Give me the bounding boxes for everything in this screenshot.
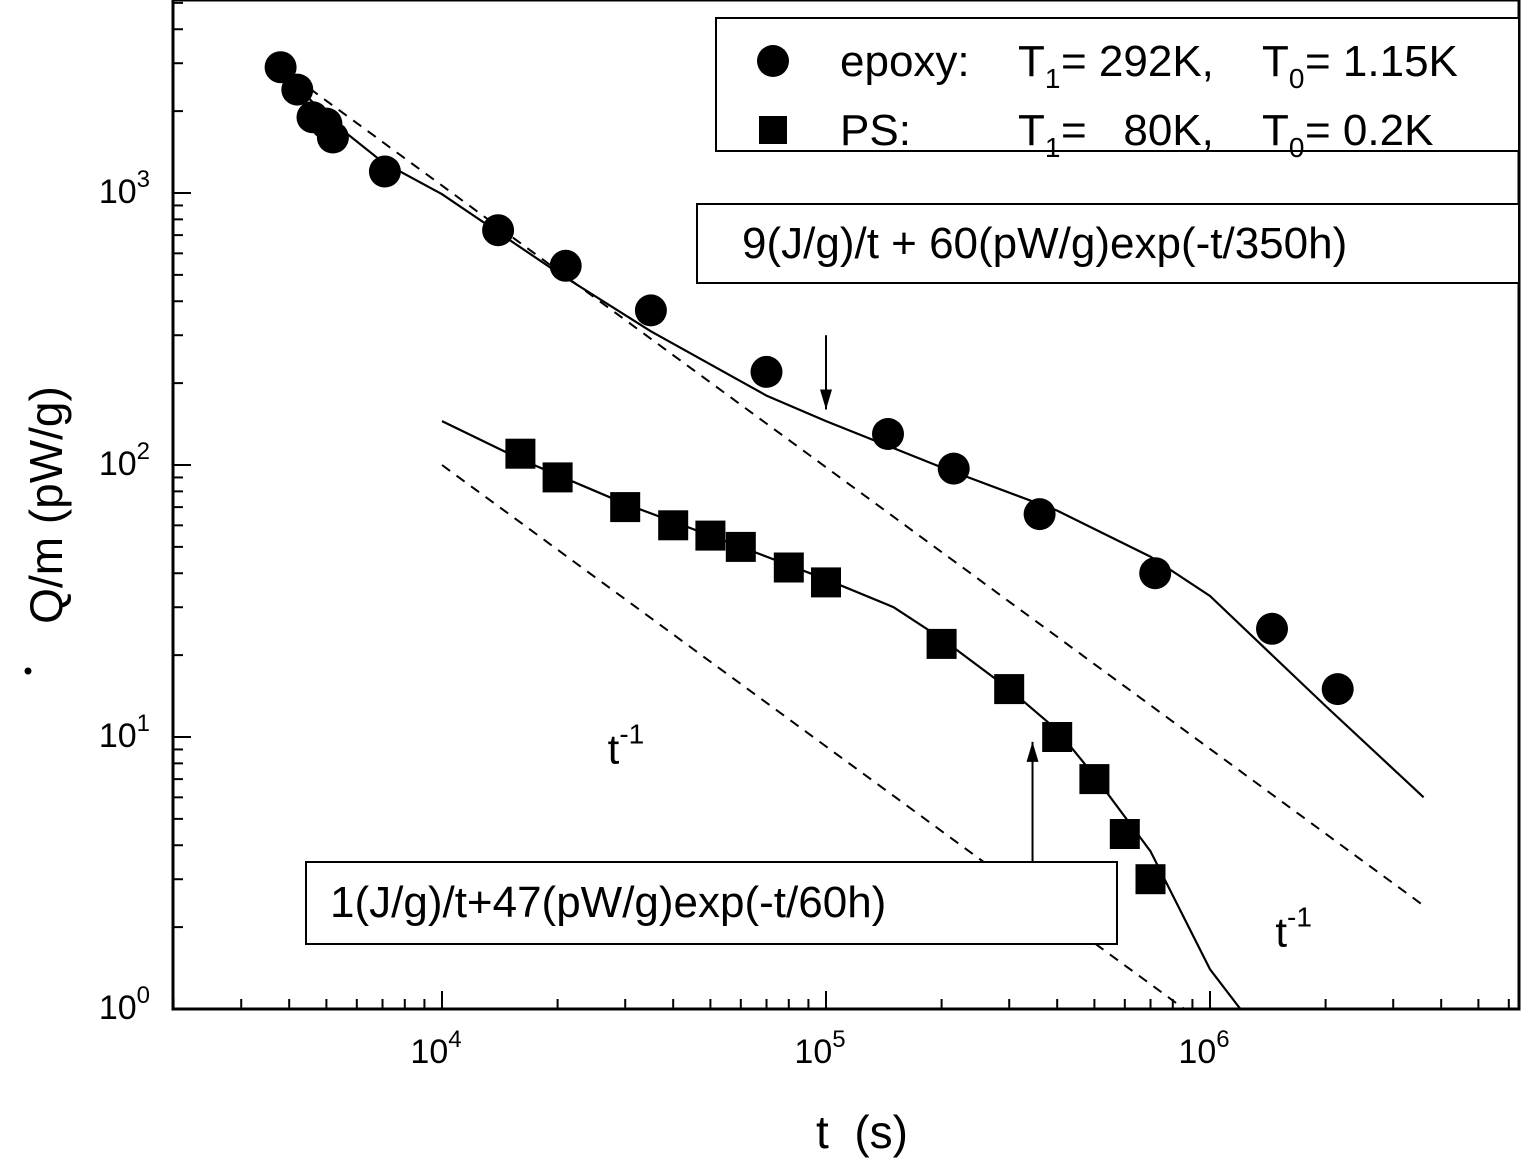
- epoxy-point: [1023, 498, 1056, 531]
- y-tick-label-exponent: 2: [137, 438, 150, 465]
- legend-t0-epoxy-letter: T: [1262, 37, 1289, 86]
- y-tick-label-base: 10: [99, 445, 137, 483]
- legend-t0-value-epoxy: = 1.15K: [1305, 37, 1458, 86]
- fit-label-box-ps: [305, 861, 1118, 945]
- legend-label-epoxy: epoxy:: [840, 37, 970, 86]
- PS-point: [725, 531, 756, 562]
- legend-t1-PS-letter: T: [1018, 106, 1045, 155]
- epoxy-point: [634, 294, 667, 327]
- PS-point: [695, 520, 726, 551]
- y-axis-title-group: Q/m (pW/g): [20, 386, 72, 675]
- y-tick-label: 101: [99, 710, 150, 755]
- arrow-head-0: [820, 389, 832, 410]
- epoxy-point: [1139, 557, 1172, 590]
- legend-t1-PS-subscript: 1: [1045, 132, 1061, 163]
- legend-t1-epoxy-letter: T: [1018, 37, 1045, 86]
- legend-marker-PS: [759, 116, 787, 144]
- y-tick-label-exponent: 3: [137, 166, 150, 193]
- PS-point: [505, 438, 536, 469]
- legend-t0-epoxy-subscript: 0: [1289, 63, 1305, 94]
- epoxy-point: [264, 51, 297, 84]
- PS-point: [1135, 864, 1166, 895]
- legend-t1-epoxy-subscript: 1: [1045, 63, 1061, 94]
- PS-point: [1042, 722, 1073, 752]
- epoxy-point: [1321, 673, 1354, 706]
- t-inverse-exponent: -1: [619, 718, 644, 749]
- PS-point: [926, 628, 957, 659]
- PS-point: [811, 567, 841, 598]
- t-inverse-label-1: t-1: [1275, 901, 1312, 955]
- x-tick-label-exponent: 5: [832, 1026, 845, 1053]
- x-tick-label: 105: [794, 1026, 845, 1071]
- y-tick-label-exponent: 0: [137, 982, 150, 1009]
- legend-box: [715, 17, 1520, 152]
- t-inverse-base: t: [1275, 908, 1287, 955]
- legend-t1-value-PS: = 80K,: [1061, 106, 1214, 155]
- y-tick-label: 102: [99, 438, 150, 483]
- legend-t1-value-epoxy: = 292K,: [1061, 37, 1214, 86]
- y-tick-label: 100: [99, 982, 150, 1027]
- legend-t0-PS-subscript: 0: [1289, 132, 1305, 163]
- reference-line-0: [280, 66, 1425, 907]
- fit-label-ps: 1(J/g)/t+47(pW/g)exp(-t/60h): [330, 878, 886, 927]
- epoxy-point: [937, 452, 970, 485]
- epoxy-point: [872, 418, 904, 450]
- x-axis-ticks: [172, 991, 1510, 1009]
- series-markers: [264, 51, 1354, 895]
- legend-t0-PS-letter: T: [1262, 106, 1289, 155]
- legend-t0-PS: T0: [1262, 106, 1304, 163]
- legend-t0-value-PS: = 0.2K: [1305, 106, 1433, 155]
- PS-point: [1079, 764, 1110, 795]
- y-axis-title-dot: [24, 667, 32, 675]
- PS-point: [610, 492, 641, 523]
- epoxy-point: [549, 249, 582, 282]
- epoxy-point: [368, 155, 401, 188]
- legend-t0-epoxy: T0: [1262, 37, 1304, 94]
- legend-t1-PS: T1: [1018, 106, 1060, 163]
- x-tick-label-base: 10: [794, 1033, 832, 1071]
- fit-label-box-epoxy: [696, 203, 1520, 284]
- PS-point: [658, 510, 689, 541]
- x-tick-label-exponent: 6: [1216, 1026, 1229, 1053]
- arrows: [820, 335, 1039, 876]
- x-axis-title: t (s): [816, 1106, 908, 1158]
- PS-point: [542, 462, 573, 493]
- PS-point: [994, 674, 1025, 705]
- legend-label-PS: PS:: [840, 106, 911, 155]
- fit-label-epoxy: 9(J/g)/t + 60(pW/g)exp(-t/350h): [742, 219, 1347, 268]
- legend-t1-epoxy: T1: [1018, 37, 1060, 94]
- t-inverse-base: t: [608, 725, 620, 772]
- x-tick-label-exponent: 4: [448, 1026, 461, 1053]
- plot-frame: [171, 0, 1521, 1011]
- legend-marker-epoxy: [757, 45, 789, 77]
- y-axis-ticks: [173, 1, 191, 1010]
- y-tick-label: 103: [99, 166, 150, 211]
- PS-point: [1109, 819, 1140, 849]
- x-tick-label: 104: [410, 1026, 461, 1071]
- PS-point: [773, 552, 804, 583]
- epoxy-point: [750, 355, 783, 388]
- x-tick-label-base: 10: [410, 1033, 448, 1071]
- epoxy-point: [1256, 612, 1288, 645]
- y-tick-label-base: 10: [99, 717, 137, 755]
- x-tick-label: 106: [1178, 1026, 1229, 1071]
- epoxy-point: [281, 73, 314, 106]
- x-tick-label-base: 10: [1178, 1033, 1216, 1071]
- t-inverse-label-0: t-1: [608, 718, 645, 772]
- t-inverse-annotations: t-1t-1: [608, 718, 1312, 955]
- y-tick-label-base: 10: [99, 989, 137, 1027]
- epoxy-point: [482, 214, 515, 247]
- y-axis-title: Q/m (pW/g): [20, 386, 72, 624]
- y-tick-label-base: 10: [99, 173, 137, 211]
- arrow-head-1: [1026, 741, 1039, 762]
- y-tick-label-exponent: 1: [137, 710, 150, 737]
- epoxy-point: [316, 121, 349, 154]
- t-inverse-exponent: -1: [1287, 901, 1312, 932]
